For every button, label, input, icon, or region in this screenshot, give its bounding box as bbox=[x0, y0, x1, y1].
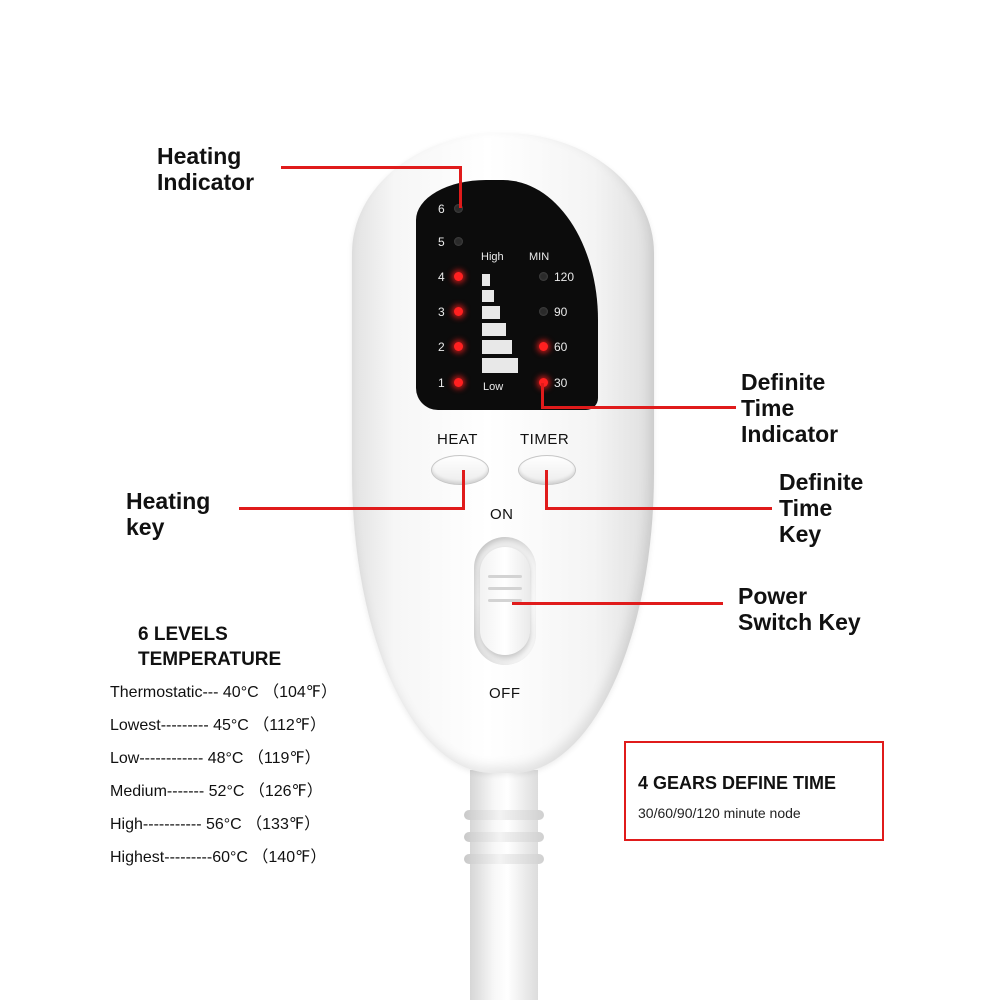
heating-key-pointer bbox=[462, 470, 465, 510]
temperature-row: Low------------ 48°C （119℉） bbox=[110, 750, 321, 767]
heat-level-led-3 bbox=[454, 307, 463, 316]
level-number-6: 6 bbox=[438, 202, 445, 216]
heat-bar-1 bbox=[482, 358, 518, 373]
on-label: ON bbox=[490, 506, 514, 523]
temperature-row: High----------- 56°C （133℉） bbox=[110, 816, 321, 833]
callout-line: Key bbox=[779, 521, 822, 547]
definite-time-indicator-callout: Definite Time Indicator bbox=[741, 369, 838, 447]
timer-led-30 bbox=[539, 378, 548, 387]
callout-line: Indicator bbox=[741, 421, 839, 447]
callout-line: Switch Key bbox=[738, 609, 861, 635]
cable-ring bbox=[464, 810, 544, 820]
timer-value-60: 60 bbox=[554, 340, 568, 354]
timer-gears-info-box: 4 GEARS DEFINE TIME 30/60/90/120 minute … bbox=[624, 741, 884, 841]
callout-line: key bbox=[126, 514, 165, 540]
heat-bar-3 bbox=[482, 323, 506, 336]
temperature-row: Medium------- 52°C （126℉） bbox=[110, 783, 323, 800]
level-number-5: 5 bbox=[438, 235, 445, 249]
definite-time-indicator-pointer bbox=[541, 383, 544, 408]
heat-button[interactable] bbox=[431, 455, 489, 485]
gears-subtitle: 30/60/90/120 minute node bbox=[638, 805, 801, 821]
definite-time-key-pointer bbox=[545, 507, 772, 510]
definite-time-indicator-pointer bbox=[541, 406, 736, 409]
cable-ring bbox=[464, 854, 544, 864]
callout-line: Definite bbox=[779, 469, 864, 495]
callout-line: Heating bbox=[126, 488, 211, 514]
heating-indicator-pointer bbox=[459, 166, 462, 208]
power-switch-key-callout: Power Switch Key bbox=[738, 583, 861, 635]
timer-led-90 bbox=[539, 307, 548, 316]
callout-line: Definite bbox=[741, 369, 826, 395]
callout-line: Time bbox=[779, 495, 833, 521]
heat-level-led-1 bbox=[454, 378, 463, 387]
level-number-2: 2 bbox=[438, 340, 445, 354]
temperature-levels-title: 6 LEVELS TEMPERATURE bbox=[138, 622, 281, 672]
timer-led-60 bbox=[539, 342, 548, 351]
off-label: OFF bbox=[489, 685, 521, 702]
temperature-row: Thermostatic--- 40°C （104℉） bbox=[110, 684, 338, 701]
switch-groove bbox=[488, 587, 522, 590]
heat-level-led-6 bbox=[454, 204, 463, 213]
heat-level-led-4 bbox=[454, 272, 463, 281]
heat-bar-6 bbox=[482, 274, 490, 286]
timer-value-90: 90 bbox=[554, 305, 568, 319]
switch-groove bbox=[488, 599, 522, 602]
callout-line: Heating bbox=[157, 143, 242, 169]
timer-value-120: 120 bbox=[554, 270, 575, 284]
callout-line: Power bbox=[738, 583, 808, 609]
heating-key-callout: Heating key bbox=[126, 488, 210, 540]
heat-button-label: HEAT bbox=[437, 431, 478, 448]
title-line: 6 LEVELS bbox=[138, 624, 228, 645]
level-number-4: 4 bbox=[438, 270, 445, 284]
timer-button-label: TIMER bbox=[520, 431, 570, 448]
level-number-3: 3 bbox=[438, 305, 445, 319]
title-line: TEMPERATURE bbox=[138, 649, 282, 670]
heating-indicator-pointer bbox=[281, 166, 462, 169]
cable-ring bbox=[464, 832, 544, 842]
min-label: MIN bbox=[529, 251, 550, 263]
heat-level-led-5 bbox=[454, 237, 463, 246]
heat-level-led-2 bbox=[454, 342, 463, 351]
timer-led-120 bbox=[539, 272, 548, 281]
definite-time-key-callout: Definite Time Key bbox=[779, 469, 863, 547]
level-number-1: 1 bbox=[438, 376, 445, 390]
heating-key-pointer bbox=[239, 507, 465, 510]
heat-bar-4 bbox=[482, 306, 500, 319]
power-switch[interactable] bbox=[474, 537, 536, 665]
heating-indicator-callout: Heating Indicator bbox=[157, 143, 254, 195]
temperature-row: Lowest--------- 45°C （112℉） bbox=[110, 717, 327, 734]
temperature-list: Thermostatic--- 40°C （104℉） Lowest------… bbox=[110, 682, 337, 880]
low-label: Low bbox=[483, 381, 504, 393]
high-label: High bbox=[481, 251, 504, 263]
heat-bar-5 bbox=[482, 290, 494, 302]
callout-line: Time bbox=[741, 395, 795, 421]
definite-time-key-pointer bbox=[545, 470, 548, 510]
switch-groove bbox=[488, 575, 522, 578]
power-switch-key-pointer bbox=[512, 602, 723, 605]
power-cable bbox=[464, 770, 544, 1000]
gears-title: 4 GEARS DEFINE TIME bbox=[638, 773, 837, 793]
timer-value-30: 30 bbox=[554, 376, 568, 390]
heat-bar-2 bbox=[482, 340, 512, 354]
callout-line: Indicator bbox=[157, 169, 255, 195]
temperature-row: Highest---------60°C （140℉） bbox=[110, 849, 327, 866]
